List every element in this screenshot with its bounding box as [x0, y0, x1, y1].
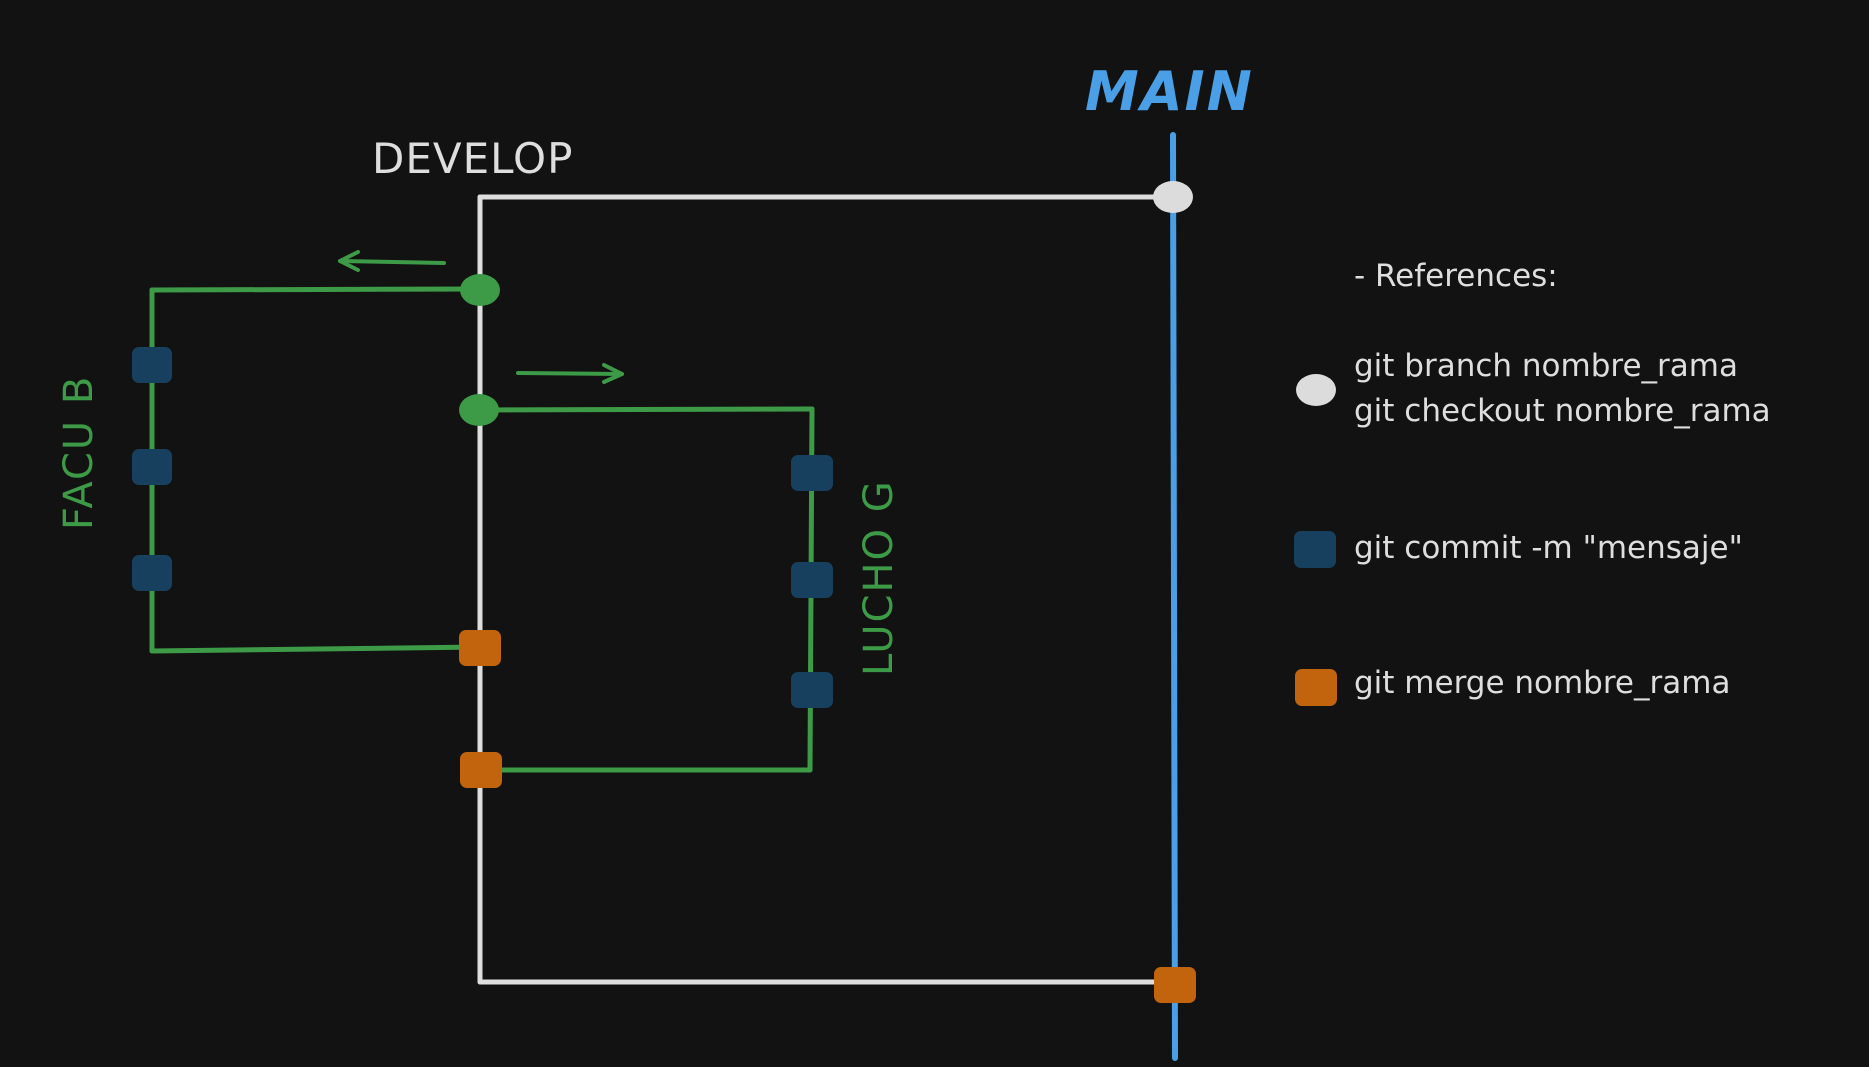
facu-branch: FACU B	[56, 286, 483, 654]
legend-commit-icon	[1294, 531, 1336, 568]
facu-bottom-line	[149, 644, 483, 654]
develop-branch: DEVELOP	[372, 134, 1176, 985]
commit-node	[791, 672, 833, 708]
commit-node	[791, 562, 833, 598]
main-label: MAIN	[1085, 60, 1254, 123]
legend-commit: git commit -m "mensaje"	[1354, 530, 1743, 566]
legend-branch-icon	[1296, 374, 1336, 406]
branch-node-facu	[460, 274, 500, 306]
main-branch: MAIN	[1085, 60, 1254, 1061]
main-line	[1170, 132, 1178, 1061]
develop-label: DEVELOP	[372, 134, 573, 183]
legend: - References: git branch nombre_rama git…	[1294, 258, 1771, 706]
merge-node	[460, 752, 502, 788]
branch-node-main	[1153, 181, 1193, 213]
arrow-left-icon	[338, 250, 446, 272]
branch-node-lucho	[459, 394, 499, 426]
facu-top-line	[149, 286, 483, 293]
commit-node	[132, 449, 172, 485]
lucho-branch: LUCHO G	[477, 406, 902, 773]
commit-node	[132, 347, 172, 383]
lucho-top-line	[477, 406, 815, 413]
arrow-right-icon	[516, 363, 624, 384]
merge-node	[1154, 967, 1196, 1003]
facu-label: FACU B	[56, 375, 102, 530]
commit-node	[791, 455, 833, 491]
legend-title: - References:	[1354, 258, 1558, 294]
legend-merge: git merge nombre_rama	[1354, 665, 1730, 701]
lucho-label: LUCHO G	[856, 479, 902, 676]
legend-merge-icon	[1295, 669, 1337, 706]
commit-node	[132, 555, 172, 591]
legend-branch-line2: git checkout nombre_rama	[1354, 393, 1771, 429]
legend-branch-line1: git branch nombre_rama	[1354, 348, 1738, 384]
merge-node	[459, 630, 501, 666]
nodes	[132, 181, 1196, 1003]
